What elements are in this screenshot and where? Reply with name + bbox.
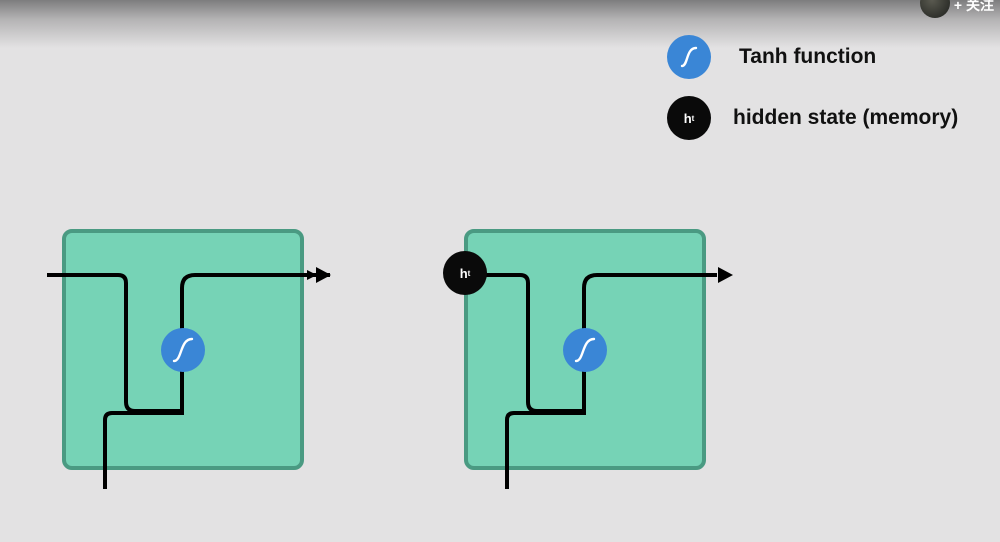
- cell-1-tanh-icon: [161, 328, 205, 372]
- cell-1-arrowhead: [316, 267, 331, 283]
- legend-tanh: Tanh function: [667, 35, 876, 79]
- video-overlay: + 关注: [919, 0, 1000, 18]
- cell-2-hidden-symbol: h: [459, 265, 468, 281]
- top-shade: [0, 0, 1000, 48]
- hidden-state-subscript: t: [691, 113, 695, 123]
- follow-button[interactable]: + 关注: [953, 0, 994, 13]
- cell-2-hidden-wire: [465, 273, 584, 413]
- hidden-state-symbol: h: [683, 110, 692, 126]
- rnn-cell-2: [464, 229, 733, 489]
- rnn-cell-1: [47, 229, 331, 489]
- uploader-avatar[interactable]: [919, 0, 950, 18]
- cell-1-hidden-wire: [47, 273, 182, 413]
- legend-hidden-label: hidden state (memory): [733, 106, 959, 129]
- cell-2-tanh-icon: [563, 328, 607, 372]
- cell-2-arrowhead: [718, 267, 733, 283]
- tanh-icon: [667, 35, 711, 79]
- cell-2-hidden-subscript: t: [467, 268, 471, 278]
- legend-tanh-label: Tanh function: [739, 45, 877, 68]
